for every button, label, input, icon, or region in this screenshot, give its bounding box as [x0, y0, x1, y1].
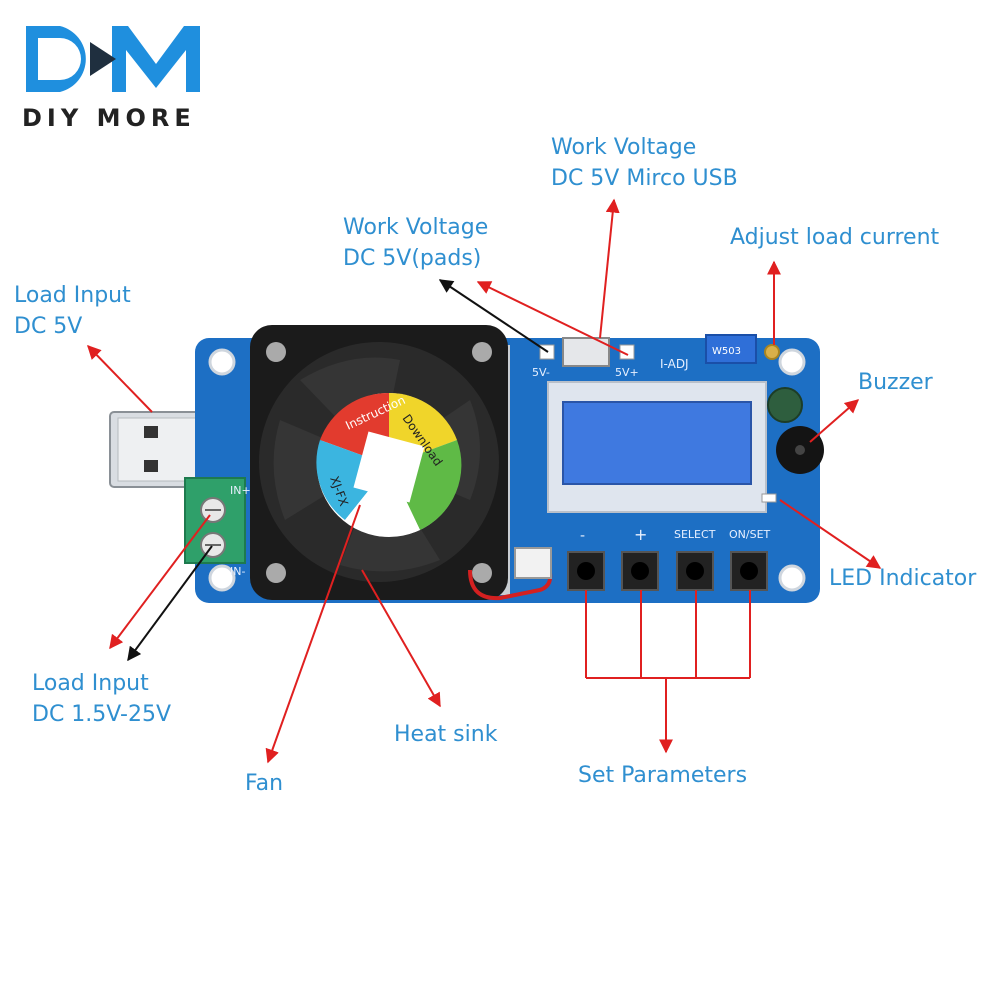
- arrow-pad-5v-minus: [438, 279, 549, 353]
- mounting-hole: [778, 564, 806, 592]
- label-set-parameters: Set Parameters: [578, 763, 748, 788]
- silk-onset: ON/SET: [729, 528, 771, 541]
- label-work-voltage-usb-line1: Work Voltage: [551, 135, 697, 160]
- led: [761, 493, 777, 503]
- label-led-indicator: LED Indicator: [829, 566, 977, 591]
- label-load-input-terminal: Load Input DC 1.5V-25V: [32, 668, 171, 730]
- potentiometer: [705, 334, 757, 364]
- arrow-buzzer: [809, 399, 860, 443]
- silk-select: SELECT: [674, 528, 716, 541]
- usb-a-connector: [109, 411, 216, 488]
- label-fan: Fan: [245, 771, 284, 796]
- arrow-terminal-minus: [127, 545, 213, 662]
- silk-5v-plus: 5V+: [615, 366, 639, 379]
- fan-connector: [514, 547, 552, 579]
- push-button: [730, 551, 768, 591]
- buzzer-hole: [795, 445, 805, 455]
- arrow-fan: [265, 504, 361, 764]
- mounting-hole: [208, 348, 236, 376]
- label-load-input-usb-line1: Load Input: [14, 283, 131, 308]
- label-buzzer: Buzzer: [858, 370, 933, 395]
- label-work-voltage-usb: Work Voltage DC 5V Mirco USB: [551, 132, 738, 194]
- brand-logo-mark: [26, 26, 200, 92]
- push-button: [676, 551, 714, 591]
- label-load-input-terminal-line2: DC 1.5V-25V: [32, 702, 172, 727]
- terminal-block: [184, 477, 246, 564]
- lcd-module: [547, 381, 767, 513]
- label-heat-sink: Heat sink: [394, 722, 498, 747]
- cooling-fan: [250, 325, 508, 600]
- silk-5v-minus: 5V-: [532, 366, 550, 379]
- arrow-pad-5v-plus: [476, 281, 629, 356]
- arrow-led: [779, 499, 882, 569]
- push-button: [567, 551, 605, 591]
- arrow-set-parameters: [585, 590, 751, 754]
- label-work-voltage-usb-line2: DC 5V Mirco USB: [551, 166, 738, 191]
- mounting-hole: [208, 564, 236, 592]
- silk-iadj: I-ADJ: [660, 357, 689, 371]
- label-work-voltage-pads: Work Voltage DC 5V(pads): [343, 212, 488, 274]
- label-load-input-usb: Load Input DC 5V: [14, 280, 131, 342]
- silk-minus: -: [580, 528, 585, 544]
- silk-in-plus: IN+: [230, 484, 251, 497]
- label-load-input-usb-line2: DC 5V: [14, 314, 83, 339]
- capacitor: [767, 387, 803, 423]
- pot-screw: [764, 344, 780, 360]
- pot-code: W503: [712, 346, 741, 357]
- silk-in-minus: IN-: [230, 565, 245, 578]
- label-adjust-load: Adjust load current: [730, 225, 940, 250]
- arrow-terminal-plus: [109, 514, 211, 650]
- brand-logo: DIY MORE: [20, 18, 220, 132]
- arrow-micro-usb: [599, 198, 620, 339]
- label-work-voltage-pads-line1: Work Voltage: [343, 215, 489, 240]
- arrow-heat-sink: [361, 569, 441, 708]
- label-load-input-terminal-line1: Load Input: [32, 671, 149, 696]
- silk-plus: +: [634, 525, 647, 544]
- brand-name: DIY MORE: [22, 104, 196, 132]
- label-work-voltage-pads-line2: DC 5V(pads): [343, 246, 482, 271]
- arrow-load-input-usb: [87, 344, 153, 413]
- mounting-hole: [778, 348, 806, 376]
